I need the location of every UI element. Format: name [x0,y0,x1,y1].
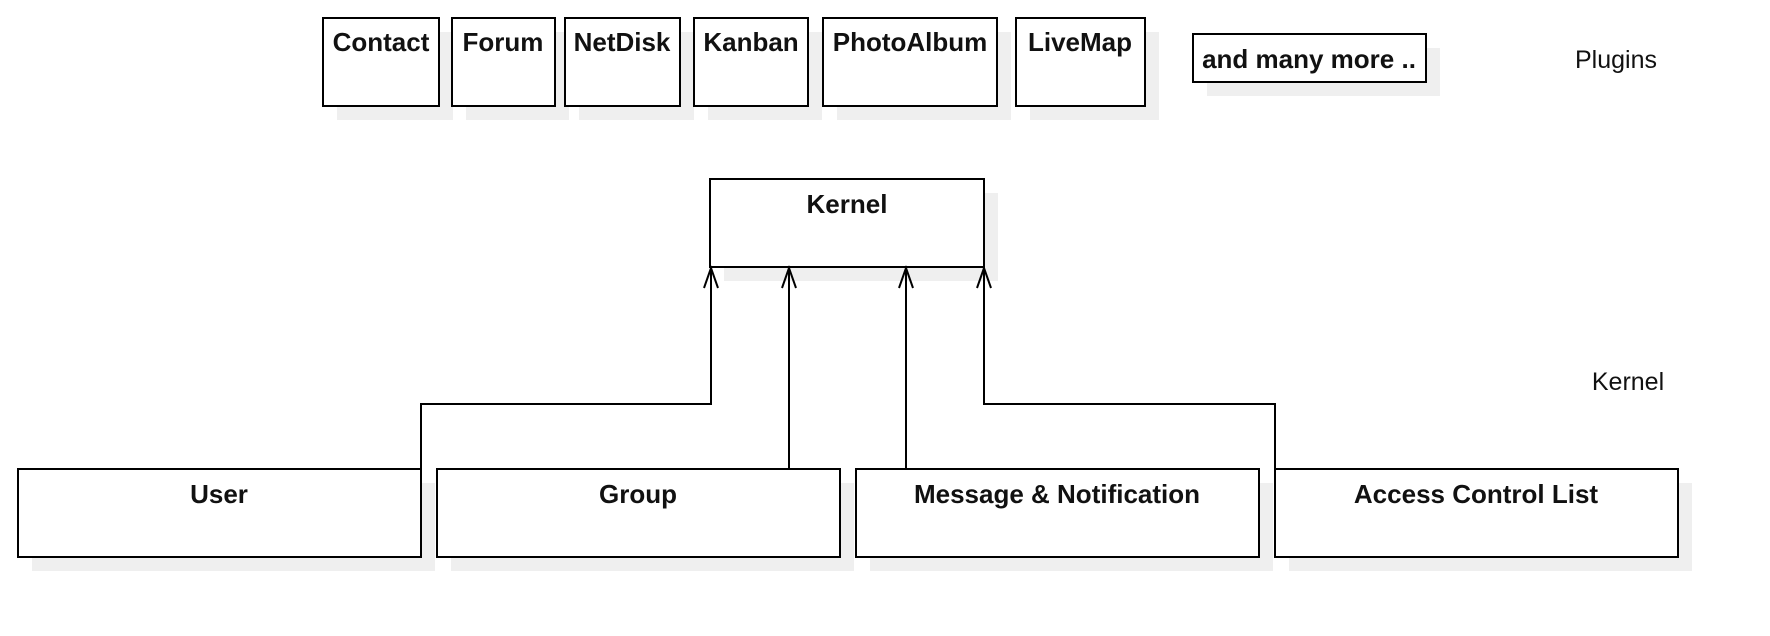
module-label-message: Message & Notification [914,479,1200,509]
plugin-box-more: and many more .. [1192,33,1440,96]
module-box-group: Group [436,468,854,571]
arrowhead-message [898,264,914,289]
edge-user-to-kernel [420,268,712,469]
kernel-box: Kernel [709,178,998,281]
plugin-box-kanban: Kanban [693,17,822,120]
edge-acl-to-kernel [983,268,1276,469]
plugin-box-contact: Contact [322,17,453,120]
arrowhead-user [703,264,719,289]
plugin-label-contact: Contact [333,27,430,57]
plugin-box-livemap: LiveMap [1015,17,1159,120]
module-label-acl: Access Control List [1354,479,1599,509]
arrowhead-group [781,264,797,289]
kernel-label: Kernel [807,189,888,219]
plugin-label-netdisk: NetDisk [574,27,671,57]
module-box-acl: Access Control List [1274,468,1692,571]
plugin-label-more: and many more .. [1202,44,1416,74]
layer-label-kernel: Kernel [1592,368,1664,396]
layer-label-plugins: Plugins [1575,46,1657,74]
plugins-row: Contact Forum NetDisk Kanban PhotoAlbum … [322,17,1440,120]
plugin-label-livemap: LiveMap [1028,27,1132,57]
plugin-label-forum: Forum [463,27,544,57]
module-box-user: User [17,468,435,571]
module-label-user: User [190,479,248,509]
plugin-box-forum: Forum [451,17,569,120]
connectors [420,264,1276,469]
module-box-message: Message & Notification [855,468,1273,571]
plugin-label-photoalbum: PhotoAlbum [833,27,988,57]
plugin-label-kanban: Kanban [703,27,798,57]
kernel-modules-row: User Group Message & Notification Access… [17,468,1692,571]
module-label-group: Group [599,479,677,509]
plugin-box-photoalbum: PhotoAlbum [822,17,1011,120]
arrowhead-acl [976,264,992,289]
plugin-box-netdisk: NetDisk [564,17,694,120]
